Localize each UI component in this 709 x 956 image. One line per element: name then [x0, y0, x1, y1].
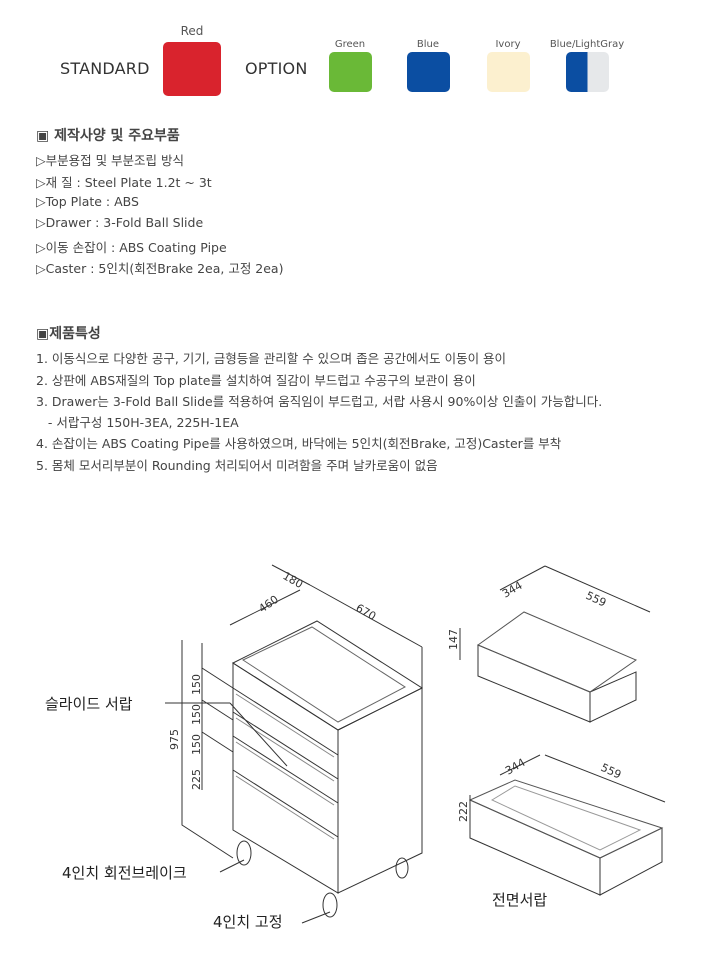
ivory-swatch: [487, 52, 530, 92]
features-title: ▣제품특성: [36, 326, 101, 342]
front-drawer-dim-h: 222: [457, 801, 470, 822]
feature-item: 1. 이동식으로 다양한 공구, 기기, 금형등을 관리할 수 있으며 좁은 공…: [36, 351, 507, 366]
green-label: Green: [334, 39, 366, 50]
dim-length: 670: [354, 601, 379, 623]
spec-item: ▷이동 손잡이 : ABS Coating Pipe: [36, 240, 227, 255]
spec-title: ▣ 제작사양 및 주요부품: [36, 128, 180, 144]
blue-lightgray-swatch: [566, 52, 609, 92]
dim-width: 180: [281, 569, 306, 591]
standard-label: STANDARD: [60, 59, 150, 78]
dim-drawer-2: 150: [190, 704, 203, 725]
blue-swatch: [407, 52, 450, 92]
option-label: OPTION: [245, 59, 308, 78]
spec-item: ▷재 질 : Steel Plate 1.2t ~ 3t: [36, 175, 212, 190]
dim-drawer-3: 150: [190, 734, 203, 755]
front-drawer-caption: 전면서랍: [492, 891, 547, 909]
dim-depth: 460: [256, 593, 281, 616]
spec-item: ▷Drawer : 3-Fold Ball Slide: [36, 215, 204, 230]
brake-caster-caption: 4인치 회전브레이크: [62, 864, 187, 882]
cabinet-side: [337, 687, 423, 894]
feature-item: 2. 상판에 ABS재질의 Top plate를 설치하여 질감이 부드럽고 수…: [36, 373, 476, 388]
dim-drawer-1: 150: [190, 674, 203, 695]
spec-item: ▷부분용접 및 부분조립 방식: [36, 153, 185, 168]
spec-item: ▷Top Plate : ABS: [36, 194, 139, 209]
slide-drawer-caption: 슬라이드 서랍: [45, 695, 133, 713]
green-swatch: [329, 52, 372, 92]
red-label: Red: [180, 24, 204, 38]
blue-lightgray-label: Blue/LightGray: [549, 39, 625, 50]
front-drawer-dim-b: 559: [599, 761, 624, 782]
feature-item: 4. 손잡이는 ABS Coating Pipe를 사용하였으며, 바닥에는 5…: [36, 436, 562, 451]
top-drawer-dim-h: 147: [447, 629, 460, 650]
blue-label: Blue: [416, 39, 440, 50]
top-drawer-dim-a: 344: [500, 579, 525, 601]
cabinet-drawing: 180 460 670 975 150 150 150 225 344 559 …: [45, 564, 666, 931]
ivory-label: Ivory: [495, 39, 521, 50]
fixed-caster-caption: 4인치 고정: [213, 913, 283, 931]
front-drawer-dim-a: 344: [503, 756, 528, 778]
red-swatch: [163, 42, 221, 96]
front-drawer-front: [469, 799, 601, 896]
dim-height: 975: [168, 729, 181, 750]
top-drawer-front: [477, 644, 591, 723]
feature-item: - 서랍구성 150H-3EA, 225H-1EA: [36, 415, 239, 430]
dim-drawer-4: 225: [190, 769, 203, 790]
feature-item: 5. 몸체 모서리부분이 Rounding 처리되어서 미려함을 주며 날카로움…: [36, 458, 438, 473]
spec-item: ▷Caster : 5인치(회전Brake 2ea, 고정 2ea): [36, 261, 284, 276]
feature-item: 3. Drawer는 3-Fold Ball Slide를 적용하여 움직임이 …: [36, 394, 603, 409]
